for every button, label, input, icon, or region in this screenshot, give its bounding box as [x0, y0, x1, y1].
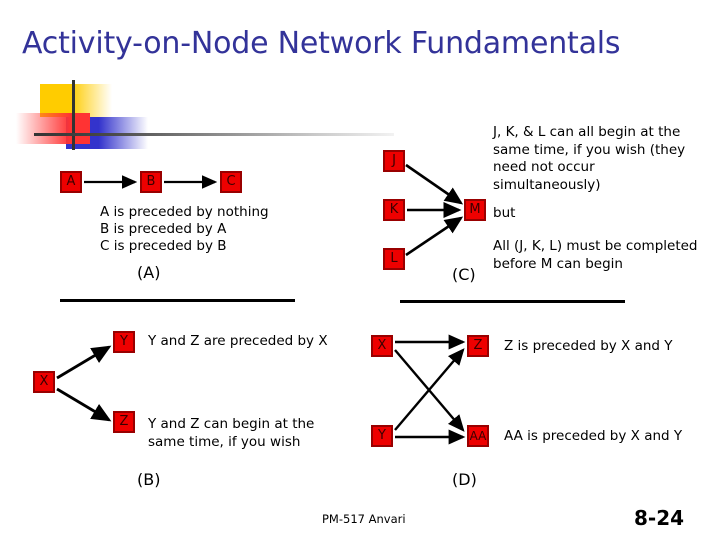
node-d-z[interactable]: Z	[467, 335, 489, 357]
node-a-a[interactable]: A	[60, 171, 82, 193]
section-d-label: (D)	[452, 470, 477, 489]
arrow-group-b	[56, 345, 112, 422]
node-c-j[interactable]: J	[383, 150, 405, 172]
node-d-x[interactable]: X	[371, 335, 393, 357]
section-a-line-2: B is preceded by A	[100, 221, 227, 237]
divider-right	[400, 300, 625, 303]
section-c-paragraph-3: All (J, K, L) must be completed before M…	[493, 238, 698, 272]
node-b-y[interactable]: Y	[113, 331, 135, 353]
node-c-k[interactable]: K	[383, 199, 405, 221]
node-a-c[interactable]: C	[220, 171, 242, 193]
red-square-decor	[16, 113, 90, 144]
section-c-label: (C)	[452, 265, 476, 284]
footer-credit: PM-517 Anvari	[322, 512, 406, 526]
page-title: Activity-on-Node Network Fundamentals	[22, 26, 621, 61]
section-c-paragraph-2: but	[493, 205, 516, 221]
arrow-group-c	[405, 163, 464, 257]
decorative-logo-block	[16, 80, 158, 150]
section-b-label: (B)	[137, 470, 161, 489]
section-b-note-bottom-1: Y and Z can begin at the	[148, 416, 315, 432]
horizontal-rule-decor	[34, 133, 394, 136]
section-c-paragraph-1: J, K, & L can all begin at the same time…	[493, 124, 686, 193]
node-d-y[interactable]: Y	[371, 425, 393, 447]
section-a-line-3: C is preceded by B	[100, 238, 227, 254]
divider-left	[60, 299, 295, 302]
section-d-note-bottom: AA is preceded by X and Y	[504, 428, 683, 444]
section-a-label: (A)	[137, 263, 161, 282]
section-b-note-top: Y and Z are preceded by X	[148, 333, 328, 349]
yellow-square-decor	[40, 84, 112, 117]
arrow-group-d	[394, 334, 466, 445]
page-number: 8-24	[634, 506, 685, 530]
section-b-note-bottom-2: same time, if you wish	[148, 434, 301, 450]
section-d-note-top: Z is preceded by X and Y	[504, 338, 673, 354]
node-d-aa[interactable]: AA	[467, 425, 489, 447]
node-b-z[interactable]: Z	[113, 411, 135, 433]
node-b-x[interactable]: X	[33, 371, 55, 393]
vertical-rule-decor	[72, 80, 75, 150]
node-c-l[interactable]: L	[383, 248, 405, 270]
node-c-m[interactable]: M	[464, 199, 486, 221]
node-a-b[interactable]: B	[140, 171, 162, 193]
section-a-line-1: A is preceded by nothing	[100, 204, 269, 220]
